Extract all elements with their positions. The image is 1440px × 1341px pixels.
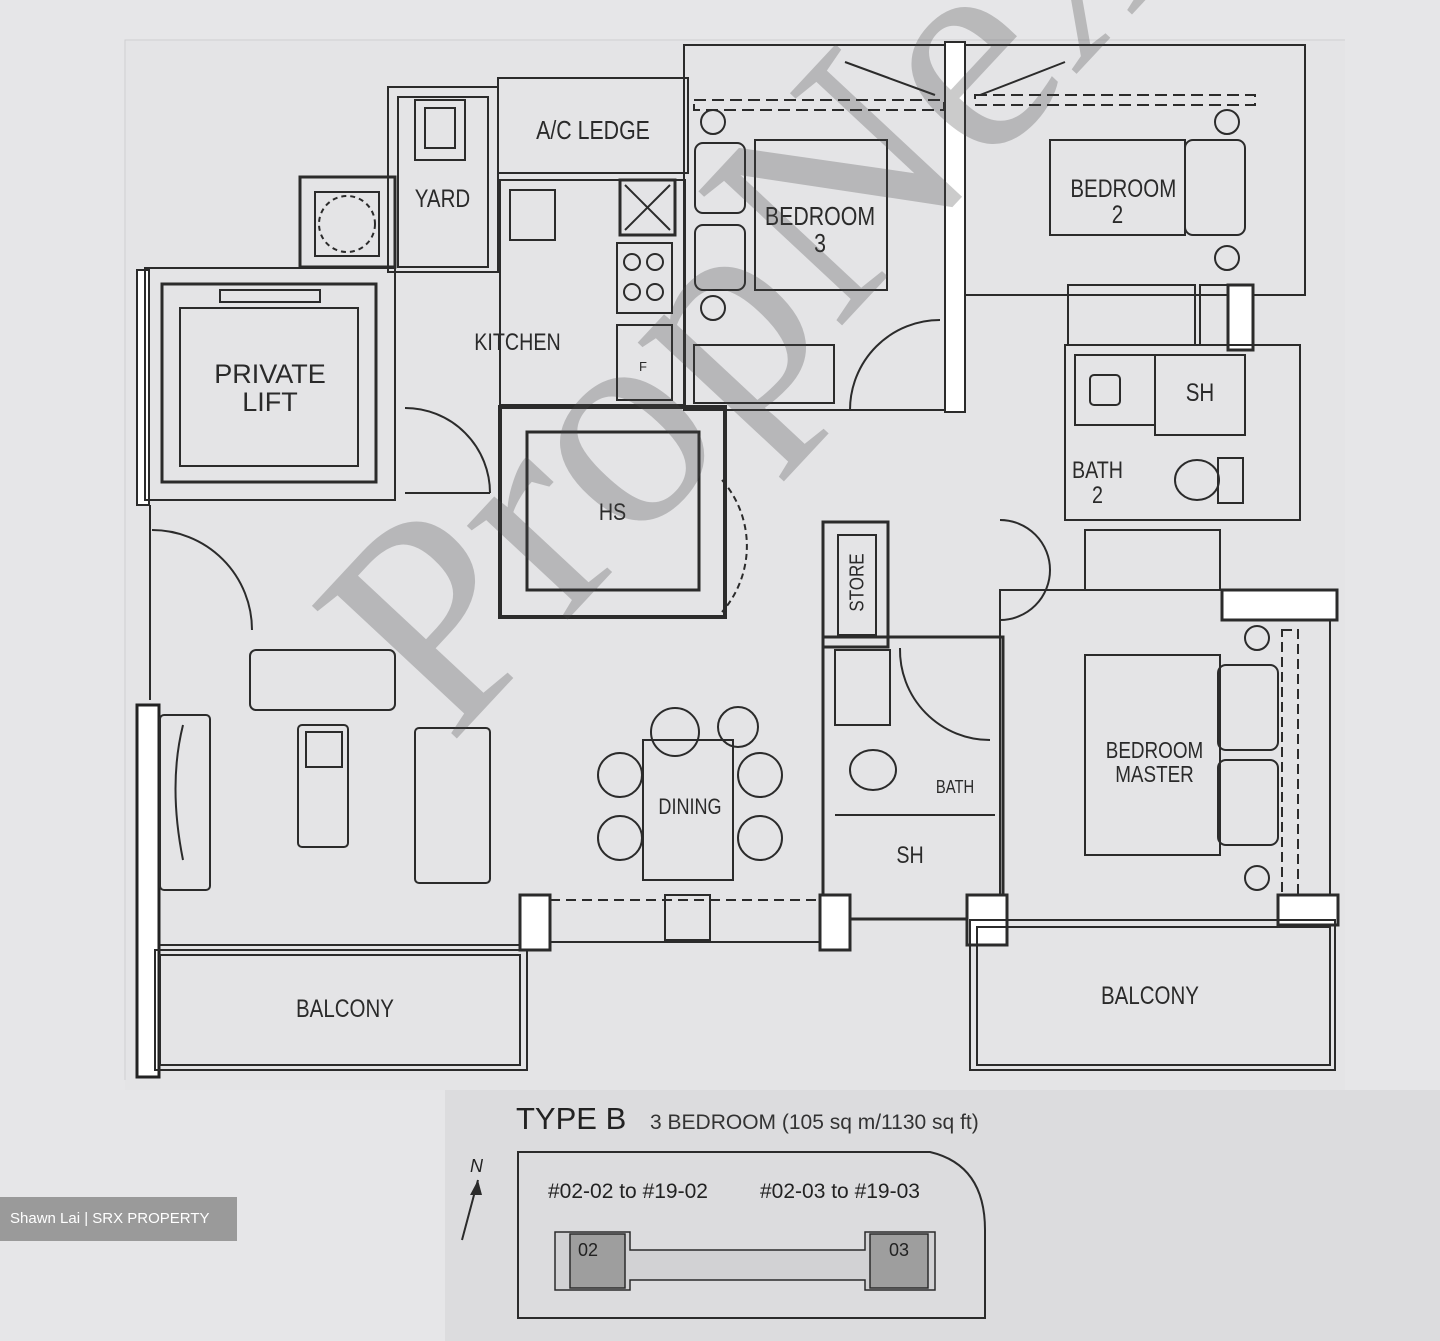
label-bath: BATH [935,777,975,797]
label-sh-upper: SH [1185,379,1215,407]
unit-range-02: #02-02 to #19-02 [548,1180,708,1203]
label-ac-ledge: A/C LEDGE [536,115,650,145]
label-bedroom-3: BEDROOM 3 [764,201,876,259]
unit-range-03: #02-03 to #19-03 [760,1180,920,1203]
unit-type-title: TYPE B [516,1101,627,1136]
info-panel [445,1090,1440,1341]
label-bath-2: BATH 2 [1071,457,1124,510]
label-bedroom-2: BEDROOM 2 [1070,175,1177,230]
label-sh-lower: SH [896,842,924,869]
label-store: STORE [846,553,869,612]
key-plan [461,1151,986,1319]
unit-type-description: 3 BEDROOM (105 sq m/1130 sq ft) [650,1111,979,1134]
label-kitchen: KITCHEN [474,329,561,356]
label-hs: HS [598,499,627,526]
walls [124,39,1345,1080]
label-fridge: F [639,359,647,374]
plan-background [125,40,1345,1090]
label-dining: DINING [658,794,722,819]
unit-02-label: 02 [578,1240,599,1260]
unit-03-label: 03 [889,1240,910,1260]
unit-03-shape [869,1233,929,1289]
label-private-lift: PRIVATE LIFT [214,359,326,418]
label-master-bedroom: BEDROOM MASTER [1105,737,1204,788]
label-balcony-right: BALCONY [1101,982,1199,1010]
label-balcony-left: BALCONY [296,995,394,1023]
label-yard: YARD [414,185,471,213]
credit-badge: Shawn Lai | SRX PROPERTY [0,1197,237,1241]
north-label: N [470,1156,483,1176]
unit-02-shape [569,1233,626,1289]
